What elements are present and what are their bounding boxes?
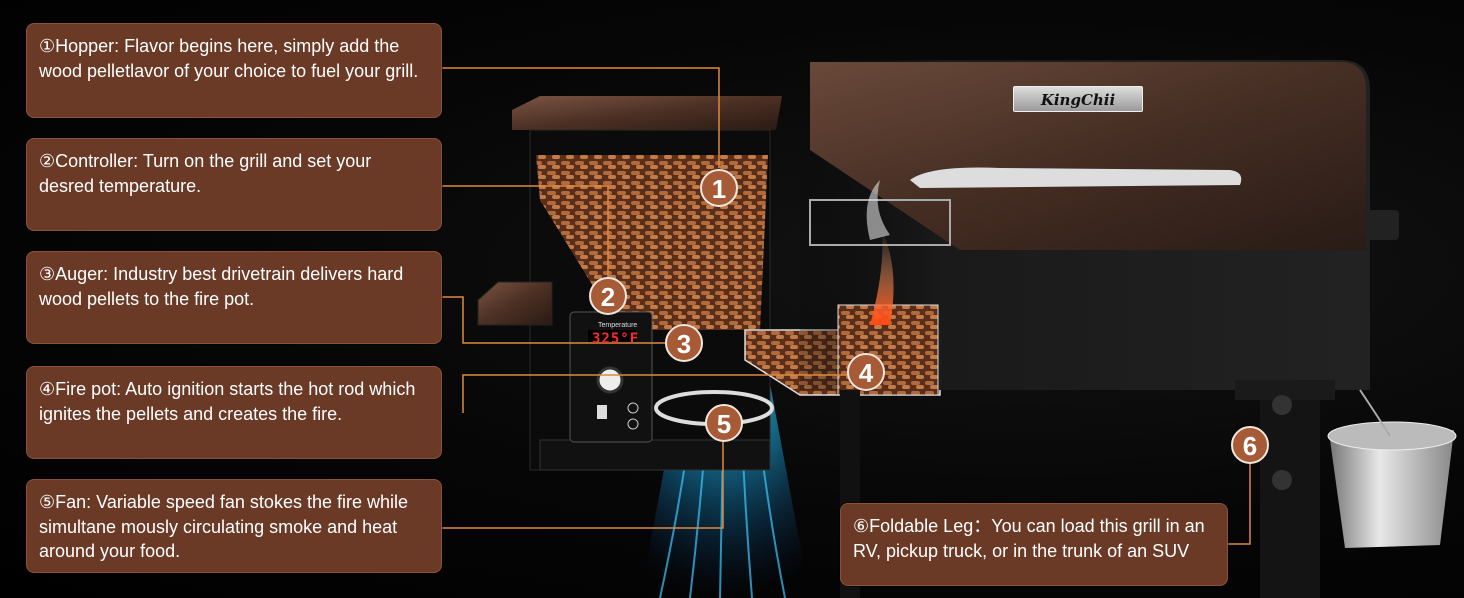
callout-hopper-text: ①Hopper: Flavor begins here, simply add … (39, 36, 419, 81)
callout-hopper: ①Hopper: Flavor begins here, simply add … (26, 23, 442, 118)
callout-firepot-text: ④Fire pot: Auto ignition starts the hot … (39, 379, 416, 424)
callout-auger: ③Auger: Industry best drivetrain deliver… (26, 251, 442, 344)
callout-fan: ⑤Fan: Variable speed fan stokes the fire… (26, 479, 442, 573)
controller-readout: 325°F (592, 331, 640, 347)
marker-controller: 2 (589, 277, 627, 315)
brand-badge: KingChii (1013, 86, 1143, 112)
callout-leg: ⑥Foldable Leg：You can load this grill in… (840, 503, 1228, 586)
smoke (866, 180, 890, 240)
marker-auger: 3 (665, 324, 703, 362)
marker-hopper: 1 (700, 169, 738, 207)
grill-barrel (800, 60, 1399, 390)
lid-handle (910, 167, 1242, 188)
controller-label: Temperature (598, 322, 638, 329)
leader-lines (441, 67, 1251, 545)
grease-bucket (1327, 389, 1457, 548)
controller-panel (569, 311, 653, 443)
callout-leg-text: ⑥Foldable Leg：You can load this grill in… (853, 516, 1205, 561)
callout-firepot: ④Fire pot: Auto ignition starts the hot … (26, 366, 442, 459)
marker-leg: 6 (1231, 426, 1269, 464)
callout-auger-text: ③Auger: Industry best drivetrain deliver… (39, 264, 404, 309)
callout-fan-text: ⑤Fan: Variable speed fan stokes the fire… (39, 492, 408, 561)
callout-controller: ②Controller: Turn on the grill and set y… (26, 138, 442, 231)
callout-controller-text: ②Controller: Turn on the grill and set y… (39, 151, 372, 196)
marker-firepot: 4 (847, 353, 885, 391)
marker-fan: 5 (705, 404, 743, 442)
